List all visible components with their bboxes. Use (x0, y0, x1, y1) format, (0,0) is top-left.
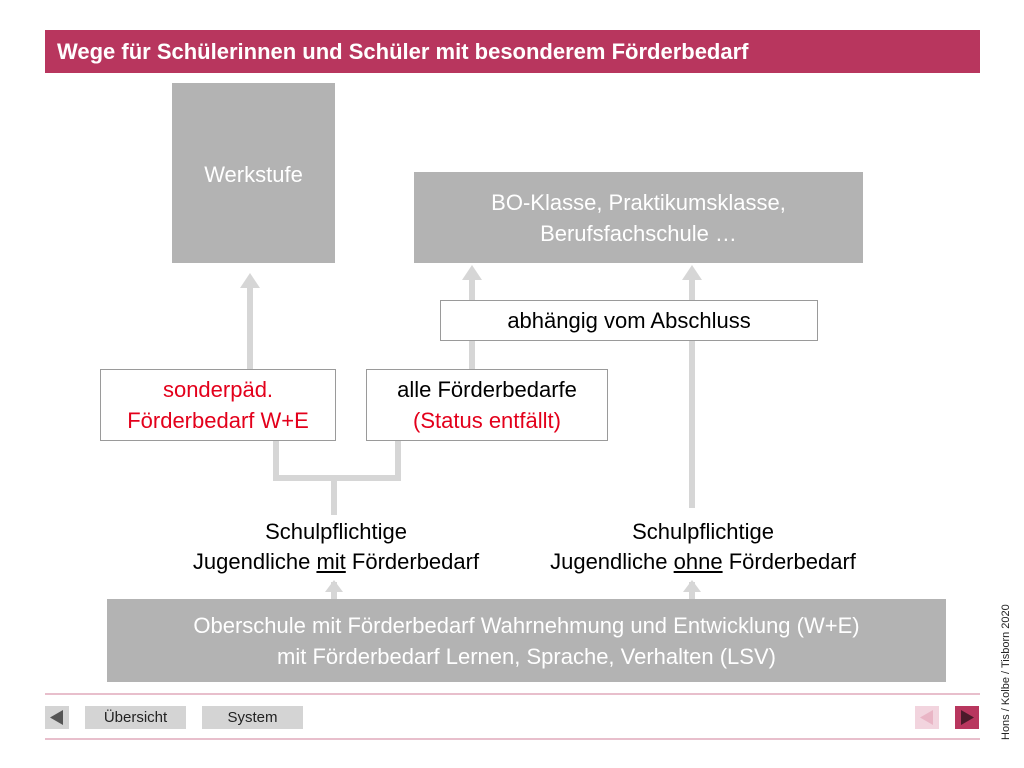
alle-foerderbedarfe-box: alle Förderbedarfe (Status entfällt) (366, 369, 608, 441)
prev-arrow-icon[interactable] (45, 706, 69, 729)
oberschule-box: Oberschule mit Förderbedarf Wahrnehmung … (107, 599, 946, 682)
schulpflichtige-ohne: Schulpflichtige Jugendliche ohne Förderb… (518, 517, 888, 577)
back-arrow-icon[interactable] (915, 706, 939, 729)
bo-klasse-line2: Berufsfachschule … (540, 220, 737, 246)
next-arrow-icon[interactable] (955, 706, 979, 729)
sonderpaed-box: sonderpäd. Förderbedarf W+E (100, 369, 336, 441)
system-button[interactable]: System (202, 706, 303, 729)
uebersicht-button[interactable]: Übersicht (85, 706, 186, 729)
credit-text: Hons / Kolbe / Tisborn 2020 (1000, 604, 1012, 740)
footer-divider-top (45, 693, 980, 695)
abhaengig-box: abhängig vom Abschluss (440, 300, 818, 341)
werkstufe-box: Werkstufe (172, 83, 335, 263)
ohne-keyword: ohne (673, 549, 723, 574)
mit-keyword: mit (316, 549, 346, 574)
bo-klasse-box: BO-Klasse, Praktikumsklasse, Berufsfachs… (414, 172, 863, 263)
abhaengig-label: abhängig vom Abschluss (507, 308, 751, 333)
ohne-line1: Schulpflichtige (632, 519, 774, 544)
alle-line1: alle Förderbedarfe (397, 377, 577, 402)
sonderpaed-line1: sonderpäd. (162, 377, 274, 402)
sonderpaed-line2: Förderbedarf W+E (127, 408, 309, 433)
oberschule-line2: mit Förderbedarf Lernen, Sprache, Verhal… (277, 643, 776, 669)
ohne-line2: Jugendliche ohne Förderbedarf (550, 549, 856, 574)
mit-line1: Schulpflichtige (265, 519, 407, 544)
schulpflichtige-mit: Schulpflichtige Jugendliche mit Förderbe… (160, 517, 512, 577)
oberschule-line1: Oberschule mit Förderbedarf Wahrnehmung … (193, 612, 860, 638)
mit-line2: Jugendliche mit Förderbedarf (192, 549, 480, 574)
werkstufe-label: Werkstufe (204, 162, 303, 187)
footer-divider-bottom (45, 738, 980, 740)
bo-klasse-line1: BO-Klasse, Praktikumsklasse, (491, 189, 786, 215)
alle-line2: (Status entfällt) (413, 408, 561, 433)
page-title: Wege für Schülerinnen und Schüler mit be… (45, 30, 980, 73)
